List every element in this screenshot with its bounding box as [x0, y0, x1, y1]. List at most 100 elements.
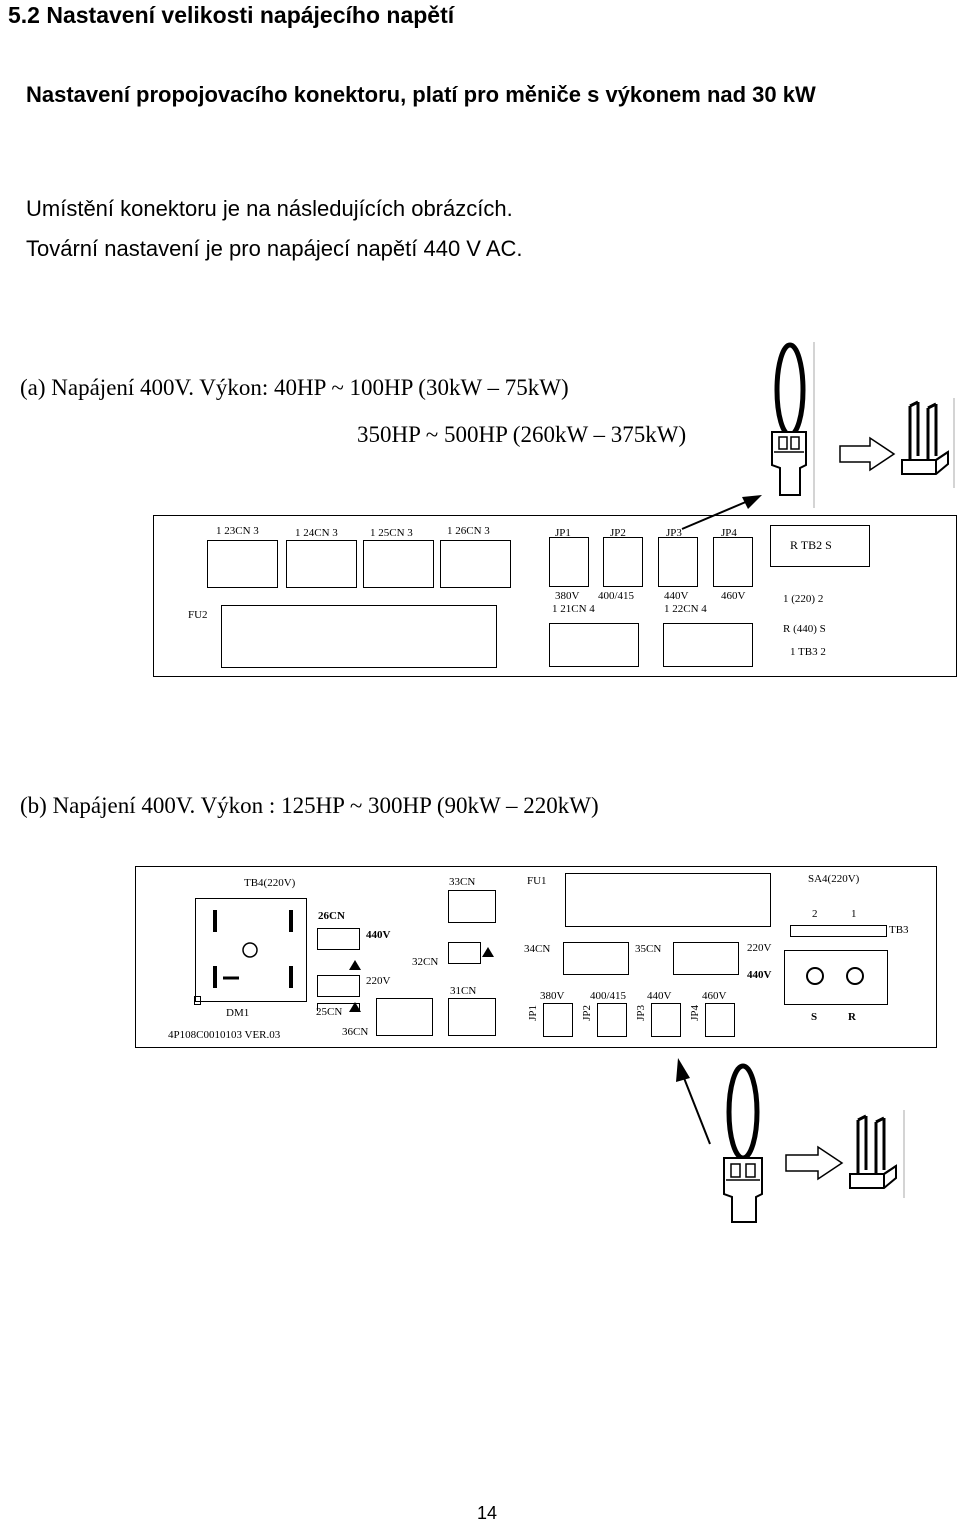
- pin-header-icon: [901, 398, 955, 488]
- sa4-switch: [790, 925, 887, 937]
- dm1-marker: [194, 996, 201, 1005]
- cn25-label: 1 25CN 3: [370, 527, 413, 539]
- intro-line-1: Umístění konektoru je na následujících o…: [26, 196, 513, 221]
- cn24-label: 1 24CN 3: [295, 527, 338, 539]
- jp2-jumper-b: [597, 1003, 627, 1037]
- v460-label: 460V: [721, 590, 746, 602]
- fu1-block: [565, 873, 771, 927]
- cn21-label: 1 21CN 4: [552, 603, 595, 615]
- jp2-jumper: [603, 537, 643, 587]
- v440-label-b: 440V: [647, 990, 672, 1002]
- cn32-label: 32CN: [412, 956, 439, 968]
- section-subtitle: Nastavení propojovacího konektoru, platí…: [26, 82, 816, 107]
- cn33-label: 33CN: [449, 876, 476, 888]
- jp4-jumper: [713, 537, 753, 587]
- cn21-connector: [549, 623, 639, 667]
- figure-a-caption-2: 350HP ~ 500HP (260kW – 375kW): [357, 422, 687, 447]
- jp2-label: JP2: [610, 527, 626, 539]
- tb4-label: TB4(220V): [244, 877, 296, 889]
- fu2-label: FU2: [188, 609, 208, 621]
- right-arrow-icon: [785, 1145, 844, 1181]
- jp1-label-b: JP1: [527, 1005, 539, 1021]
- cn34-label: 34CN: [524, 943, 551, 955]
- v440-label: 440V: [664, 590, 689, 602]
- cn23-label: 1 23CN 3: [216, 525, 259, 537]
- figure-b-caption: (b) Napájení 400V. Výkon : 125HP ~ 300HP…: [20, 793, 599, 818]
- cn31-label: 31CN: [450, 985, 477, 997]
- cn34-connector: [563, 942, 629, 975]
- cn25-label-b: 25CN: [316, 1006, 343, 1018]
- cn35-label: 35CN: [635, 943, 662, 955]
- jumper-cap-icon: [771, 342, 815, 508]
- section-title: 5.2 Nastavení velikosti napájecího napět…: [8, 2, 455, 28]
- cn26-label: 1 26CN 3: [447, 525, 490, 537]
- cn-left-connector: [376, 998, 433, 1036]
- sa4-1-label: 1: [851, 908, 857, 920]
- v220-mid-label: 220V: [366, 975, 391, 987]
- fu1-label: FU1: [527, 875, 547, 887]
- v400-label-b: 400/415: [590, 990, 627, 1002]
- v220-right-label: 220V: [747, 942, 772, 954]
- tb2-block: [770, 525, 870, 567]
- dm1-label: DM1: [226, 1007, 250, 1019]
- tb4-socket: [195, 898, 307, 1002]
- right-arrow-icon: [839, 436, 896, 472]
- cn33-connector: [448, 890, 496, 923]
- jp3-jumper: [658, 537, 698, 587]
- figure-a-caption-1: (a) Napájení 400V. Výkon: 40HP ~ 100HP (…: [20, 375, 569, 400]
- tb3-label-b: TB3: [889, 924, 909, 936]
- cn26-label-b: 26CN: [318, 910, 345, 922]
- v380-label-b: 380V: [540, 990, 565, 1002]
- cn35-connector: [673, 942, 739, 975]
- tb3-220-label: 1 (220) 2: [783, 593, 824, 605]
- page-number: 14: [477, 1503, 498, 1523]
- cn24-connector: [286, 540, 357, 588]
- triangle-marker-icon: [482, 947, 494, 957]
- v400-label: 400/415: [598, 590, 635, 602]
- cn26-connector: [440, 540, 511, 588]
- fu2-block: [221, 605, 497, 668]
- cn36-connector: [317, 1003, 360, 1011]
- jp3-label: JP3: [666, 527, 682, 539]
- r-label-b: R: [848, 1011, 856, 1023]
- jp1-label: JP1: [555, 527, 571, 539]
- v440-right-label: 440V: [747, 969, 772, 981]
- cn22-label: 1 22CN 4: [664, 603, 707, 615]
- v440-top-label: 440V: [366, 929, 391, 941]
- cn31-connector: [448, 998, 496, 1036]
- cn36-label: 36CN: [342, 1026, 369, 1038]
- cn23-connector: [207, 540, 278, 588]
- sa4-2-label: 2: [812, 908, 818, 920]
- cn25-connector: [363, 540, 434, 588]
- figure-a-board: [153, 515, 957, 677]
- s-label-b: S: [811, 1011, 818, 1023]
- tb3-block-b: [784, 950, 888, 1005]
- jp2-label-b: JP2: [581, 1005, 593, 1021]
- jp4-label: JP4: [721, 527, 737, 539]
- jp1-jumper: [549, 537, 589, 587]
- intro-line-2: Tovární nastavení je pro napájecí napětí…: [26, 236, 523, 261]
- cn-220-connector: [317, 975, 360, 997]
- jp4-jumper-b: [705, 1003, 735, 1037]
- part-number: 4P108C0010103 VER.03: [168, 1029, 281, 1041]
- cn32-connector: [448, 942, 481, 964]
- figure-b-board: [135, 866, 937, 1048]
- triangle-marker-icon: [349, 960, 361, 970]
- tb3-label: 1 TB3 2: [790, 646, 826, 658]
- jp3-jumper-b: [651, 1003, 681, 1037]
- jp1-jumper-b: [543, 1003, 573, 1037]
- terminal-screws-icon: [806, 967, 864, 985]
- sa4-label: SA4(220V): [808, 873, 860, 885]
- cn22-connector: [663, 623, 753, 667]
- cn26-connector-b: [317, 928, 360, 950]
- triangle-marker-icon: [349, 1002, 361, 1012]
- v460-label-b: 460V: [702, 990, 727, 1002]
- pointer-arrow-icon: [676, 1058, 711, 1145]
- jp4-label-b: JP4: [689, 1005, 701, 1021]
- jumper-cap-icon: [723, 1063, 763, 1223]
- socket-pins-icon: [213, 910, 293, 988]
- pin-header-icon: [849, 1110, 905, 1198]
- tb2-label: R TB2 S: [790, 538, 832, 552]
- jp3-label-b: JP3: [635, 1005, 647, 1021]
- v380-label: 380V: [555, 590, 580, 602]
